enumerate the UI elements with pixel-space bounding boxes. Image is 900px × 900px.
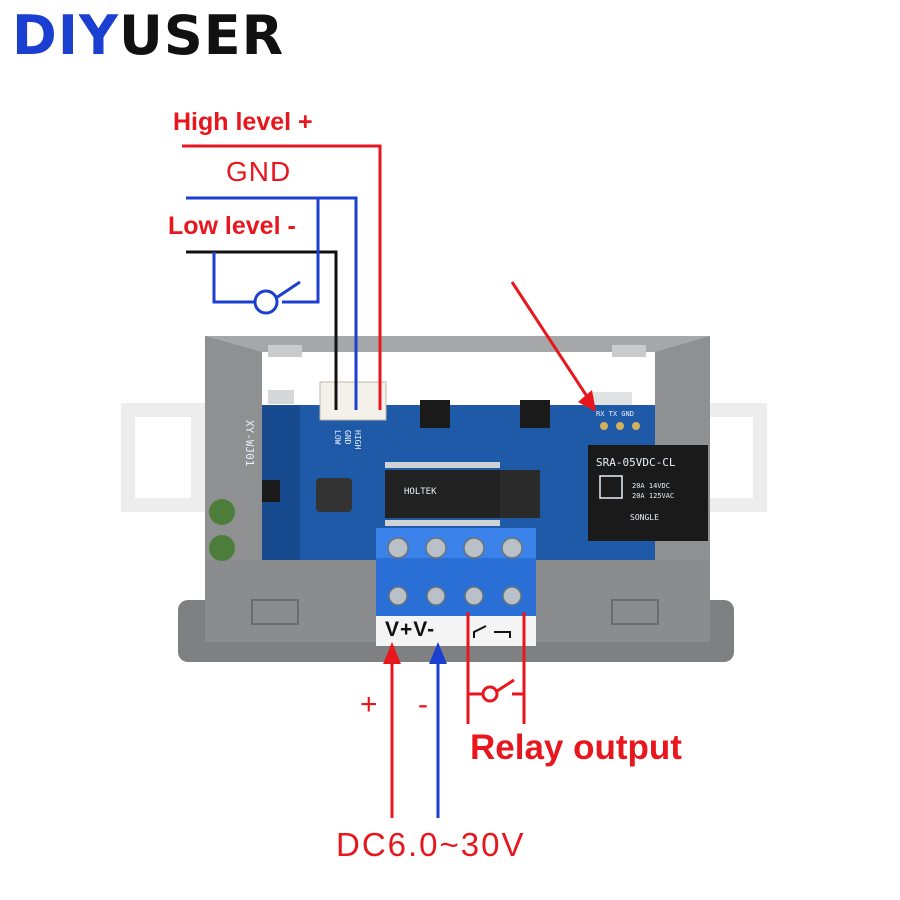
inner-tab-left: [268, 390, 294, 404]
terminal-block: [376, 528, 536, 646]
pcb: SRA-05VDC-CL 20A 14VDC 20A 125VAC SONGLE…: [209, 381, 708, 561]
relay-brand-text: SONGLE: [630, 513, 659, 522]
top-tab-right: [612, 345, 646, 357]
relay-logo: [599, 475, 623, 499]
top-tab-left: [268, 345, 302, 357]
label-low-level: Low level -: [168, 212, 296, 240]
relay-contact-symbol: [473, 625, 511, 638]
pointer-arrow-line: [510, 281, 590, 399]
relay-rating-2: 20A 125VAC: [632, 492, 674, 500]
relay: [588, 445, 708, 541]
wire-high-red: [182, 144, 382, 410]
wires: [182, 144, 596, 818]
arrow-v-minus: [429, 642, 447, 664]
switch-lever-input: [275, 280, 301, 300]
inductor: [316, 478, 352, 512]
clip-right: [611, 599, 659, 625]
wire-gnd-switch-blue-2: [282, 198, 320, 304]
pin-gnd-label: GND: [343, 430, 352, 445]
label-plus: +: [360, 688, 378, 721]
terminal-screws: [387, 537, 523, 606]
header-pins: [600, 422, 640, 430]
pcb-shade: [262, 405, 300, 560]
transistor: [262, 480, 280, 502]
main-chip: [385, 470, 500, 518]
clip-left: [251, 599, 299, 625]
label-minus: -: [418, 688, 428, 721]
label-gnd: GND: [226, 156, 292, 187]
arrow-v-plus: [383, 642, 401, 664]
chip-label: HOLTEK: [404, 487, 437, 497]
wire-gnd-blue: [186, 196, 358, 410]
relay-rating-1: 20A 14VDC: [632, 482, 670, 490]
wire-low-black: [186, 250, 338, 410]
switch-circle-relay: [481, 685, 499, 703]
capacitor-1: [209, 499, 235, 525]
label-dc-range: DC6.0~30V: [336, 826, 526, 863]
label-relay-output: Relay output: [470, 728, 682, 767]
switch-lever-relay: [496, 678, 515, 693]
input-connector: [319, 381, 387, 421]
wire-gnd-switch-blue: [212, 252, 254, 304]
pointer-arrow-head: [578, 390, 596, 412]
terminal-legend: V+V-: [385, 618, 436, 641]
label-high-level: High level +: [173, 108, 313, 136]
small-chip: [500, 470, 540, 518]
header-pins-label: RX TX GND: [596, 410, 634, 418]
switch-circle-input: [253, 289, 279, 315]
brand-part-2: USER: [119, 4, 285, 67]
case-top-rim: [205, 336, 710, 352]
capacitor-2: [209, 535, 235, 561]
brand-logo: DIYUSER: [12, 4, 284, 68]
optocoupler-1: [420, 400, 450, 428]
relay-model-text: SRA-05VDC-CL: [596, 456, 676, 469]
pin-low-label: LOW: [333, 430, 342, 445]
pin-high-label: HIGH: [353, 430, 362, 449]
chip-pins: [385, 462, 500, 526]
pcb-model-text: XY-WJ01: [243, 420, 256, 466]
optocoupler-2: [520, 400, 550, 428]
brand-part-1: DIY: [12, 4, 120, 67]
